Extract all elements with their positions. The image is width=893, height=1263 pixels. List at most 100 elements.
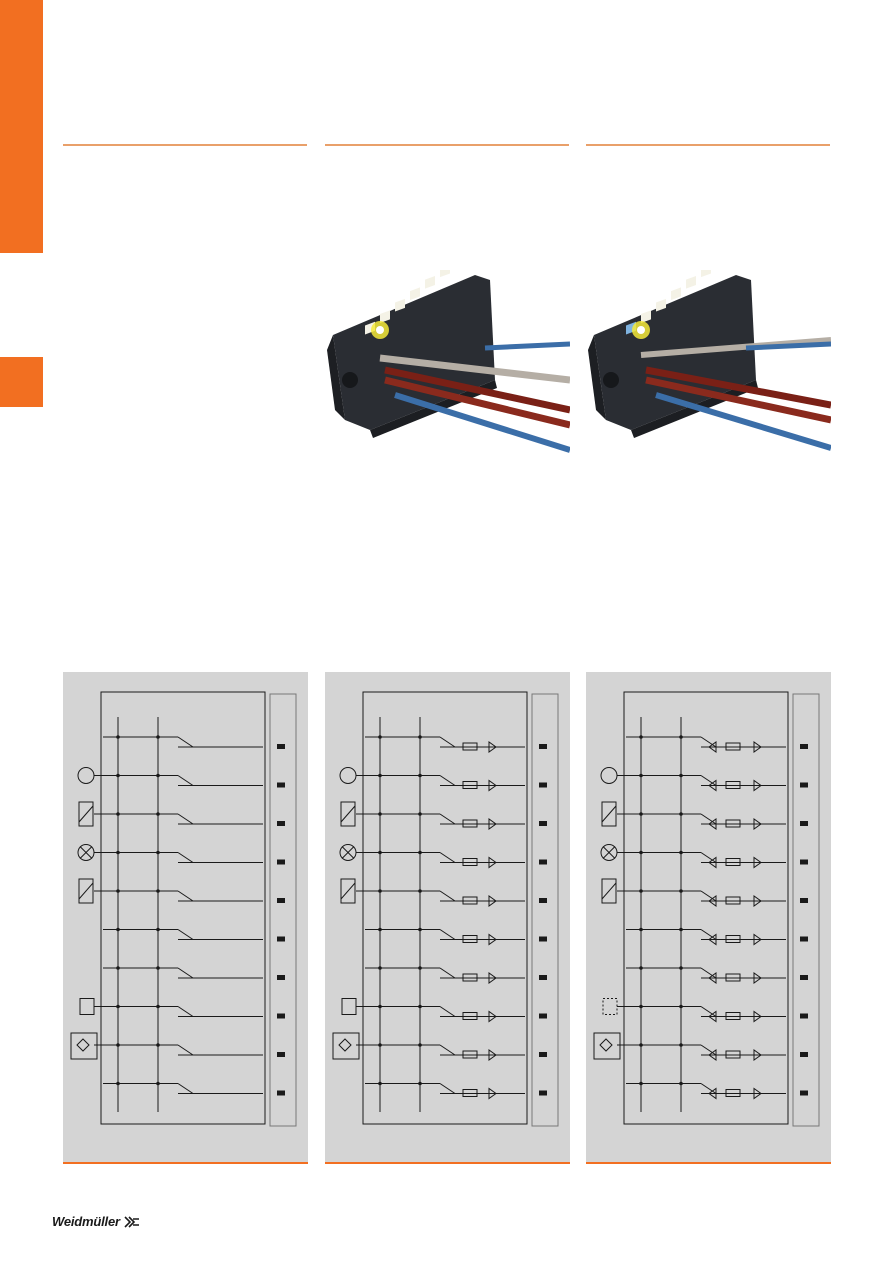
branch-wire xyxy=(700,775,717,786)
branch-wire xyxy=(439,852,456,863)
resistor xyxy=(462,1050,478,1059)
led-symbol xyxy=(753,856,762,869)
terminal-pin xyxy=(539,1090,547,1096)
terminal-pin xyxy=(539,782,547,788)
resistor xyxy=(462,896,478,905)
diagram-frame xyxy=(623,691,789,1125)
branch-wire xyxy=(177,967,194,979)
wiring-diagram-1 xyxy=(70,691,297,1127)
terminal-pin xyxy=(277,744,285,749)
resistor xyxy=(462,819,478,828)
branch-wire xyxy=(177,736,194,748)
branch-wire xyxy=(439,890,456,902)
lamp-cross xyxy=(341,846,355,859)
terminal-pin xyxy=(277,1013,285,1019)
coil-diagonal xyxy=(601,805,617,823)
branch-wire xyxy=(177,1083,194,1094)
terminal-pin xyxy=(800,898,808,903)
coil-diagonal xyxy=(340,882,356,900)
resistor xyxy=(462,1089,478,1097)
diode-symbol xyxy=(708,933,717,946)
resistor xyxy=(462,973,478,982)
led-symbol xyxy=(488,741,497,753)
branch-wire xyxy=(439,775,456,786)
branch-wire xyxy=(439,967,456,979)
coil-diagonal xyxy=(340,805,356,823)
branch-wire xyxy=(700,1006,717,1017)
sensor-diamond xyxy=(76,1038,90,1052)
led-symbol xyxy=(753,741,762,753)
resistor xyxy=(725,819,741,828)
resistor xyxy=(725,973,741,982)
terminal-strip xyxy=(531,693,559,1127)
column-rule-2 xyxy=(325,144,569,146)
diode-symbol xyxy=(708,741,717,753)
product-photo-2 xyxy=(586,270,831,455)
diode-symbol xyxy=(708,856,717,869)
led-symbol xyxy=(488,1010,497,1023)
branch-wire xyxy=(439,736,456,748)
relay-coil-icon xyxy=(601,801,617,827)
terminal-pin xyxy=(277,1052,285,1057)
branch-wire xyxy=(700,890,717,902)
led-symbol xyxy=(753,1010,762,1023)
led-symbol xyxy=(488,895,497,907)
terminal-pin xyxy=(277,1090,285,1096)
led-symbol xyxy=(753,972,762,984)
product-photo-1 xyxy=(325,270,570,455)
led-symbol xyxy=(753,1087,762,1100)
valve-coil-icon xyxy=(340,878,356,904)
valve-coil-icon xyxy=(601,878,617,904)
branch-wire xyxy=(700,929,717,940)
weidmuller-logo: Weidmüller xyxy=(52,1214,140,1229)
terminal-pin xyxy=(800,936,808,942)
led-symbol xyxy=(488,818,497,830)
branch-wire xyxy=(700,852,717,863)
terminal-pin xyxy=(539,1013,547,1019)
led-symbol xyxy=(753,1049,762,1061)
wiring-diagram-panel-3 xyxy=(586,672,831,1162)
relay-coil-icon xyxy=(78,801,94,827)
branch-wire xyxy=(439,813,456,825)
coil-diagonal xyxy=(78,882,94,900)
terminal-pin xyxy=(539,859,547,865)
resistor xyxy=(725,896,741,905)
branch-wire xyxy=(439,1006,456,1017)
terminal-pin xyxy=(800,1090,808,1096)
wiring-diagram-3 xyxy=(593,691,820,1127)
diode-symbol xyxy=(708,972,717,984)
column-rule-1 xyxy=(63,144,307,146)
branch-wire xyxy=(177,813,194,825)
resistor xyxy=(462,1012,478,1020)
led-symbol xyxy=(488,1087,497,1100)
diode-symbol xyxy=(708,779,717,792)
lamp-cross xyxy=(602,846,616,859)
branch-wire xyxy=(700,813,717,825)
terminal-pin xyxy=(539,936,547,942)
wiring-diagram-2 xyxy=(332,691,559,1127)
panel-rule-1 xyxy=(63,1162,308,1164)
terminal-pin xyxy=(800,1052,808,1057)
diode-symbol xyxy=(708,818,717,830)
wiring-diagram-panel-2 xyxy=(325,672,570,1162)
branch-wire xyxy=(439,929,456,940)
sensor-diamond xyxy=(599,1038,613,1052)
column-rule-3 xyxy=(586,144,830,146)
coil-diagonal xyxy=(78,805,94,823)
terminal-pin xyxy=(800,821,808,826)
diode-symbol xyxy=(708,1010,717,1023)
terminal-pin xyxy=(800,859,808,865)
terminal-strip xyxy=(269,693,297,1127)
proximity-sensor-icon xyxy=(332,1032,360,1060)
resistor xyxy=(725,935,741,943)
branch-wire xyxy=(177,929,194,940)
panel-rule-3 xyxy=(586,1162,831,1164)
terminal-pin xyxy=(539,898,547,903)
panel-rule-2 xyxy=(325,1162,570,1164)
terminal-pin xyxy=(539,744,547,749)
resistor xyxy=(725,1050,741,1059)
branch-wire xyxy=(439,1044,456,1056)
relay-coil-icon xyxy=(340,801,356,827)
terminal-pin xyxy=(277,975,285,980)
contact-box-icon xyxy=(602,998,618,1015)
